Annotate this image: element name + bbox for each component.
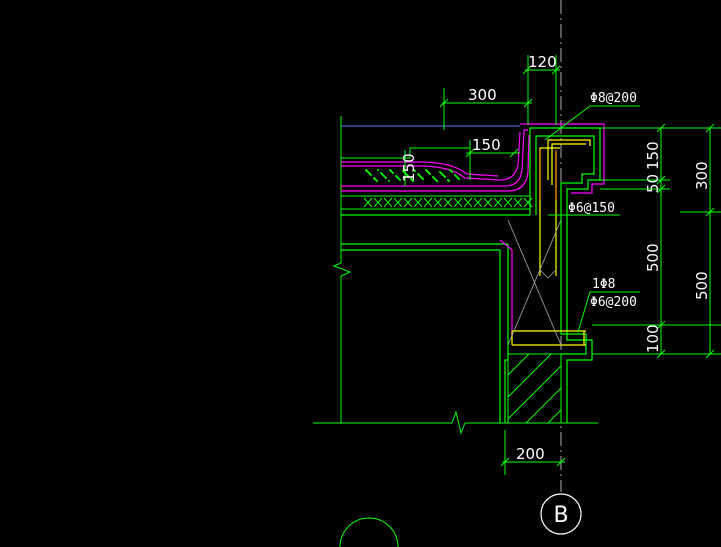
rebar <box>511 139 591 346</box>
dim-500-right: 500 <box>644 243 662 272</box>
dim-50-right: 50 <box>644 174 662 193</box>
insulation-cross <box>453 197 463 208</box>
rebar-main <box>539 150 557 200</box>
axis-label: B <box>553 503 568 528</box>
insulation-cross <box>493 197 503 208</box>
axis-bubble <box>540 493 582 535</box>
insulation-cross <box>403 197 413 208</box>
insulation-cross <box>443 197 453 208</box>
gravel-dot <box>436 180 438 182</box>
concrete-outline <box>341 127 601 423</box>
rebar-label-mid: Φ6@150 <box>568 201 615 216</box>
insulation-cross-marks <box>363 197 533 208</box>
dimension-lines <box>404 55 721 475</box>
insulation-cross <box>523 197 533 208</box>
lower-axis-bubble-arc <box>339 517 399 547</box>
dim-300-far: 300 <box>693 161 711 190</box>
gravel-dot <box>414 170 416 172</box>
dim-100-right: 100 <box>644 324 662 353</box>
gravel-dot <box>388 180 390 182</box>
gravel-dot <box>422 178 424 180</box>
wall-hatch <box>507 353 562 424</box>
insulation-cross <box>513 197 523 208</box>
insulation-cross <box>503 197 513 208</box>
dim-120: 120 <box>528 53 557 71</box>
gravel-dot <box>377 169 379 171</box>
insulation-cross <box>473 197 483 208</box>
insulation-cross <box>363 197 373 208</box>
gravel-dot <box>392 172 394 174</box>
insulation-cross <box>383 197 393 208</box>
rebar-stirrup <box>507 219 562 346</box>
dim-300-top: 300 <box>468 86 497 104</box>
gravel-dot <box>448 180 450 182</box>
insulation-cross <box>413 197 423 208</box>
gravel-dot <box>376 180 378 182</box>
membrane-layers <box>341 123 605 338</box>
gravel-dot <box>370 174 372 176</box>
rebar-label-low-a: 1Φ8 <box>592 277 615 292</box>
dim-150-right: 150 <box>644 141 662 170</box>
gravel-dot <box>385 177 387 179</box>
gravel-dot <box>444 176 446 178</box>
gravel-dot <box>451 171 453 173</box>
insulation-cross <box>423 197 433 208</box>
dim-200-bottom: 200 <box>516 445 545 463</box>
left-break-line <box>332 116 352 423</box>
insulation-cross <box>393 197 403 208</box>
insulation-layer <box>341 195 530 210</box>
rebar-label-top: Φ8@200 <box>590 91 637 106</box>
gravel-dot <box>412 180 414 182</box>
dim-150-slope: 150 <box>472 136 501 154</box>
dim-150-small: 150 <box>400 153 418 182</box>
rebar-label-low-b: Φ6@200 <box>590 295 637 310</box>
gravel-dot <box>399 179 401 181</box>
dim-500-far: 500 <box>693 271 711 300</box>
insulation-cross <box>373 197 383 208</box>
insulation-cross <box>463 197 473 208</box>
gravel-dot <box>407 175 409 177</box>
insulation-cross <box>483 197 493 208</box>
insulation-cross <box>433 197 443 208</box>
gravel-dot <box>458 178 460 180</box>
gravel-dot <box>429 173 431 175</box>
